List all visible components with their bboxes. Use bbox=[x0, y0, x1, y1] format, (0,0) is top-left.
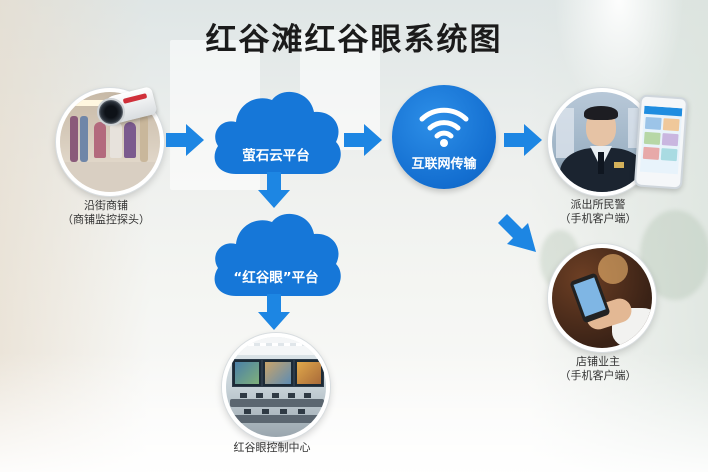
police-caption: 派出所民警 （手机客户端） bbox=[559, 198, 637, 225]
smartphone-icon bbox=[633, 94, 689, 190]
arrow-down-icon bbox=[258, 294, 290, 330]
hongguyan-platform-node: “红谷眼”平台 bbox=[206, 206, 346, 310]
control-center-caption: 红谷眼控制中心 bbox=[233, 441, 311, 454]
arrow-right-icon bbox=[504, 124, 542, 156]
cloud-icon bbox=[214, 91, 341, 174]
shop-owner-caption: 店铺业主 （手机客户端） bbox=[559, 355, 637, 382]
arrow-down-right-icon bbox=[498, 214, 536, 252]
background-floor bbox=[0, 352, 708, 472]
control-center-photo bbox=[222, 333, 330, 441]
arrow-right-icon bbox=[344, 124, 382, 156]
shop-camera-caption: 沿街商铺 （商铺监控探头） bbox=[62, 199, 150, 226]
cloud-icon bbox=[214, 213, 341, 296]
internet-node: 互联网传输 bbox=[392, 85, 496, 189]
arrow-right-icon bbox=[166, 124, 204, 156]
security-camera-icon bbox=[93, 86, 158, 138]
arrow-down-icon bbox=[258, 172, 290, 208]
diagram-title: 红谷滩红谷眼系统图 bbox=[205, 22, 503, 58]
cloud-platform-node: 萤石云平台 bbox=[206, 84, 346, 188]
shop-owner-photo bbox=[548, 244, 656, 352]
wifi-icon bbox=[419, 107, 469, 147]
